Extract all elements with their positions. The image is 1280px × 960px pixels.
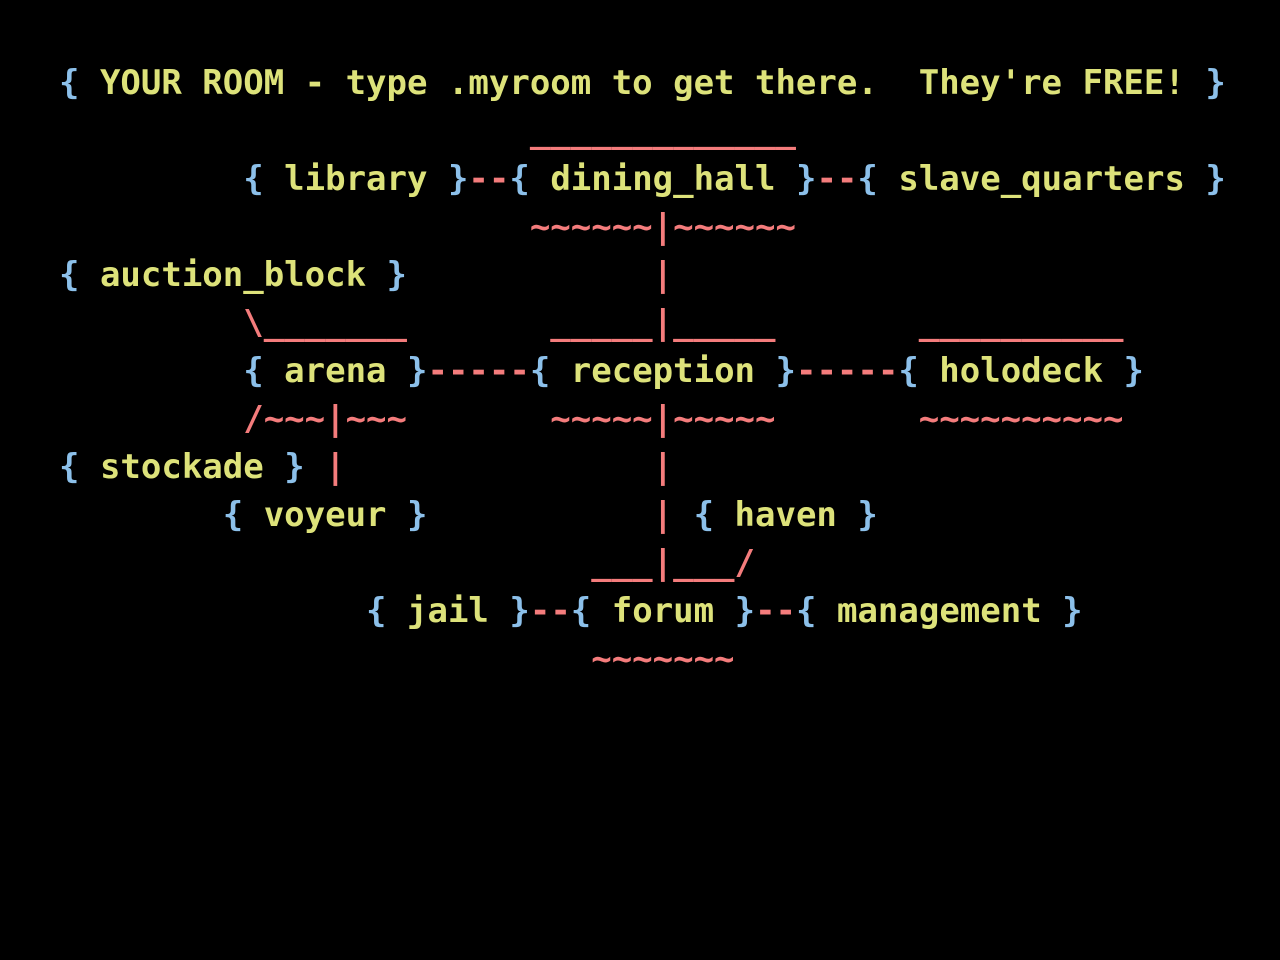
room-brace: } [1184, 159, 1226, 199]
room-auction-block: auction_block [99, 255, 367, 295]
map-connector: _____________ [529, 111, 796, 151]
map-connector: /~~~|~~~ ~~~~~|~~~~~ ~~~~~~~~~~ [243, 399, 1124, 439]
terminal-map: { YOUR ROOM - type .myroom to get there.… [59, 59, 1226, 683]
map-connector: -- [529, 591, 571, 631]
room-brace: } [386, 351, 428, 391]
room-brace [59, 207, 530, 247]
map-line: _____________ [59, 107, 1226, 155]
map-connector: ___|___/ [591, 543, 755, 583]
room-brace: { [857, 159, 899, 199]
room-brace: { [59, 495, 264, 535]
room-brace [59, 303, 243, 343]
room-management: management [836, 591, 1042, 631]
map-line: ___|___/ [59, 539, 1226, 587]
map-connector: \_______ _____|_____ __________ [243, 303, 1124, 343]
map-connector: ~~~~~~~ [591, 639, 735, 679]
map-line: \_______ _____|_____ __________ [59, 299, 1226, 347]
map-line: { auction_block } | [59, 251, 1226, 299]
room-brace [59, 399, 243, 439]
room-brace [59, 639, 591, 679]
room-reception: reception [570, 351, 756, 391]
room-brace [59, 543, 591, 583]
room-brace: { [898, 351, 940, 391]
room-brace: } [714, 591, 756, 631]
room-haven: haven [734, 495, 837, 535]
map-line: { jail }--{ forum }--{ management } [59, 587, 1226, 635]
room-brace: { [59, 255, 100, 295]
room-brace: } [263, 447, 326, 487]
map-connector: | [652, 495, 674, 535]
room-brace: } [775, 159, 817, 199]
room-brace: { [509, 159, 551, 199]
map-connector: ~~~~~~|~~~~~~ [529, 207, 796, 247]
map-line: { voyeur } | { haven } [59, 491, 1226, 539]
room-brace: } [1103, 351, 1145, 391]
map-connector: | [652, 255, 674, 295]
room-brace: } [366, 255, 653, 295]
room-holodeck: holodeck [939, 351, 1104, 391]
map-line: ~~~~~~~ [59, 635, 1226, 683]
map-connector: ----- [427, 351, 530, 391]
room-slave-quarters: slave_quarters [898, 159, 1185, 199]
room-brace: { [796, 591, 837, 631]
map-connector: -- [755, 591, 797, 631]
room-brace: { [59, 591, 407, 631]
your-room-hint: YOUR ROOM - type .myroom to get there. T… [99, 63, 1185, 103]
room-forum: forum [611, 591, 715, 631]
room-arena: arena [284, 351, 387, 391]
map-connector: ----- [795, 351, 899, 391]
room-brace: } [386, 495, 653, 535]
room-brace: } [755, 351, 796, 391]
map-line: ~~~~~~|~~~~~~ [59, 203, 1226, 251]
room-brace [59, 111, 530, 151]
room-brace: { [570, 591, 612, 631]
map-line: { stockade } | | [59, 443, 1226, 491]
room-brace: { [59, 63, 100, 103]
room-jail: jail [407, 591, 489, 631]
map-line: /~~~|~~~ ~~~~~|~~~~~ ~~~~~~~~~~ [59, 395, 1226, 443]
room-brace: { [59, 159, 285, 199]
room-brace: } [1184, 63, 1226, 103]
map-connector: -- [816, 159, 858, 199]
room-brace: } [1041, 591, 1083, 631]
room-dining-hall: dining_hall [550, 159, 776, 199]
map-line: { YOUR ROOM - type .myroom to get there.… [59, 59, 1226, 107]
map-line: { library }--{ dining_hall }--{ slave_qu… [59, 155, 1226, 203]
room-brace: } [836, 495, 878, 535]
room-library: library [284, 159, 428, 199]
room-stockade: stockade [99, 447, 264, 487]
map-connector: -- [468, 159, 510, 199]
room-voyeur: voyeur [263, 495, 387, 535]
room-brace: { [59, 447, 100, 487]
map-line: { arena }-----{ reception }-----{ holode… [59, 347, 1226, 395]
room-brace: { [59, 351, 285, 391]
room-brace: { [673, 495, 735, 535]
room-brace: } [427, 159, 469, 199]
room-brace: } [488, 591, 530, 631]
map-connector: | | [325, 447, 674, 487]
room-brace: { [529, 351, 571, 391]
